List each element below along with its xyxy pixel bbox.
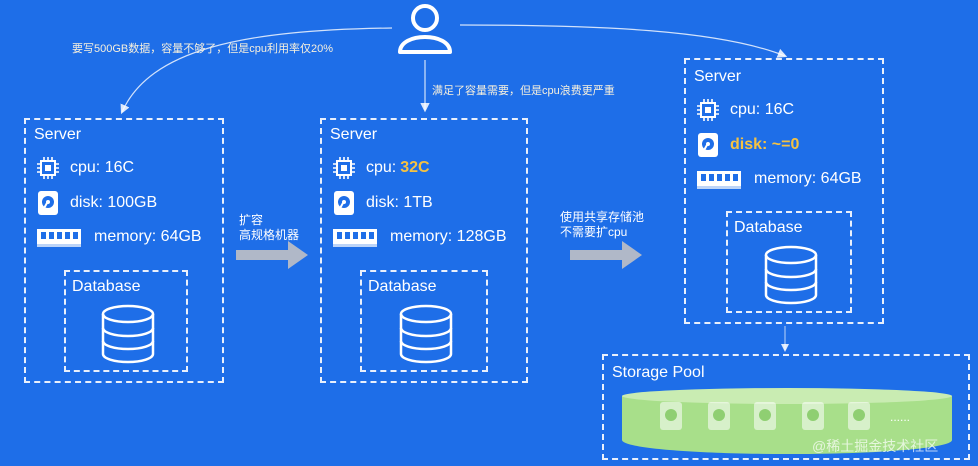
server1-cpu: cpu: 16C [70, 159, 135, 176]
memory-icon [333, 229, 377, 247]
database-icon [764, 245, 818, 305]
arrow1-line1: 扩容 [239, 213, 264, 227]
user-icon [398, 4, 452, 54]
user-to-server1-line [120, 27, 393, 115]
cpu-icon [697, 99, 719, 121]
server3-box: Server cpu: 16C disk: ~=0 memory: 64GB D… [684, 58, 884, 324]
server2-cpu-row: cpu: 32C [332, 156, 430, 180]
server2-cpu-label: cpu: [366, 159, 397, 176]
memory-icon [37, 229, 81, 247]
server3-memory: memory: 64GB [754, 170, 862, 187]
server1-cpu-row: cpu: 16C [36, 156, 134, 180]
server1-title: Server [34, 126, 82, 143]
server2-db-label: Database [368, 278, 437, 295]
server3-database-box: Database [726, 211, 852, 313]
server3-disk: disk: ~=0 [730, 136, 800, 153]
server1-db-label: Database [72, 278, 141, 295]
server3-memory-row: memory: 64GB [696, 168, 862, 190]
server1-memory-row: memory: 64GB [36, 226, 202, 248]
arrow2-line1: 使用共享存储池 [560, 210, 645, 224]
arrow-right-1 [236, 241, 308, 269]
server1-box: Server cpu: 16C disk: 100GB memory: 64GB… [24, 118, 224, 383]
database-icon [101, 304, 155, 364]
user-to-server3-line [459, 24, 788, 58]
watermark: @稀土掘金技术社区 [812, 438, 939, 454]
disk-icon [698, 133, 718, 157]
server2-memory: memory: 128GB [390, 228, 507, 245]
server2-box: Server cpu: 32C disk: 1TB memory: 128GB … [320, 118, 528, 383]
server1-database-box: Database [64, 270, 188, 372]
arrow2-label: 使用共享存储池 不需要扩cpu [560, 210, 644, 240]
memory-icon [697, 171, 741, 189]
database-icon [399, 304, 453, 364]
server2-title: Server [330, 126, 378, 143]
cpu-icon [37, 157, 59, 179]
disk-icon [38, 191, 58, 215]
cpu-icon [333, 157, 355, 179]
server2-disk-row: disk: 1TB [332, 190, 433, 216]
note-cpu-wasted: 满足了容量需要，但是cpu浪费更严重 [432, 85, 615, 97]
server2-memory-row: memory: 128GB [332, 226, 506, 248]
server1-disk: disk: 100GB [70, 194, 158, 211]
server3-cpu-row: cpu: 16C [696, 98, 794, 122]
server3-disk-row: disk: ~=0 [696, 132, 799, 158]
arrow-right-2 [570, 241, 642, 269]
storage-pool-ellipsis: ...... [890, 410, 911, 424]
arrow2-line2: 不需要扩cpu [560, 225, 628, 239]
note-capacity-insufficient: 要写500GB数据，容量不够了，但是cpu利用率仅20% [72, 43, 333, 55]
arrow1-line2: 高规格机器 [239, 228, 300, 242]
server3-title: Server [694, 68, 742, 85]
server1-memory: memory: 64GB [94, 228, 202, 245]
disk-icon [334, 191, 354, 215]
server2-database-box: Database [360, 270, 488, 372]
storage-pool-title: Storage Pool [612, 364, 705, 381]
storage-pool-box: Storage Pool ...... [602, 354, 970, 460]
server2-cpu-value: 32C [400, 159, 430, 176]
arrow1-label: 扩容 高规格机器 [239, 213, 299, 243]
storage-pool-cylinder [622, 388, 952, 454]
server1-disk-row: disk: 100GB [36, 190, 157, 216]
server3-db-label: Database [734, 219, 803, 236]
server2-disk: disk: 1TB [366, 194, 433, 211]
server3-cpu: cpu: 16C [730, 101, 795, 118]
